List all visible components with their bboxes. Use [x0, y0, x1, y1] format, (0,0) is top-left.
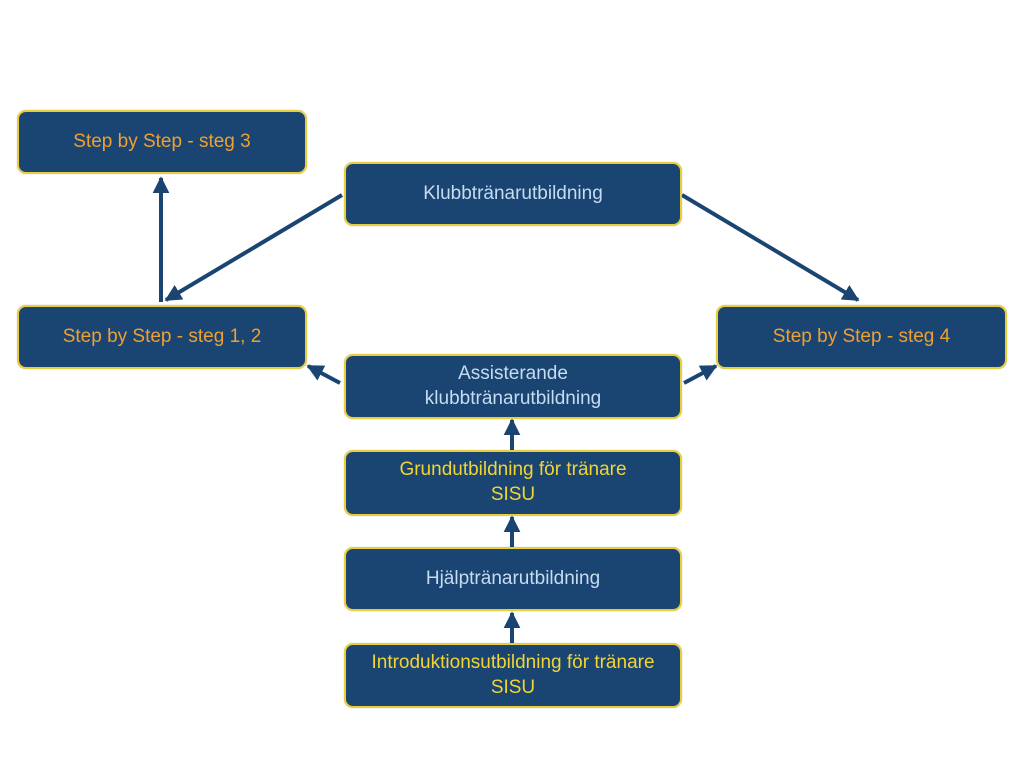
node-introduktionsutbildning-for-tranare-sisu: Introduktionsutbildning för tränare SISU	[344, 643, 682, 708]
arrow-assist-to-steg4	[683, 364, 718, 385]
node-label: Assisterande klubbtränarutbildning	[424, 362, 602, 409]
node-step-by-step-steg-4: Step by Step - steg 4	[716, 305, 1007, 369]
node-step-by-step-steg-3: Step by Step - steg 3	[17, 110, 307, 174]
node-label: Introduktionsutbildning för tränare SISU	[371, 651, 655, 698]
node-label: Klubbtränarutbildning	[423, 182, 603, 204]
node-hjalptranarutbildning: Hjälptränarutbildning	[344, 547, 682, 611]
node-label: Grundutbildning för tränare SISU	[399, 459, 627, 505]
node-assisterande-klubbtranarutbildning: Assisterande klubbtränarutbildning	[344, 354, 682, 419]
node-klubbtranarutbildning: Klubbtränarutbildning	[344, 162, 682, 226]
node-label: Step by Step - steg 1, 2	[62, 325, 262, 347]
arrow-klubb-to-steg12	[164, 193, 344, 302]
node-grundutbildning-for-tranare-sisu: Grundutbildning för tränare SISU	[344, 450, 682, 516]
arrow-assist-to-steg12	[306, 364, 341, 385]
node-label: Hjälptränarutbildning	[425, 567, 601, 589]
arrow-klubb-to-steg4	[680, 193, 860, 302]
node-step-by-step-steg-1-2: Step by Step - steg 1, 2	[17, 305, 307, 369]
node-label: Step by Step - steg 4	[772, 325, 951, 347]
node-label: Step by Step - steg 3	[73, 130, 251, 152]
